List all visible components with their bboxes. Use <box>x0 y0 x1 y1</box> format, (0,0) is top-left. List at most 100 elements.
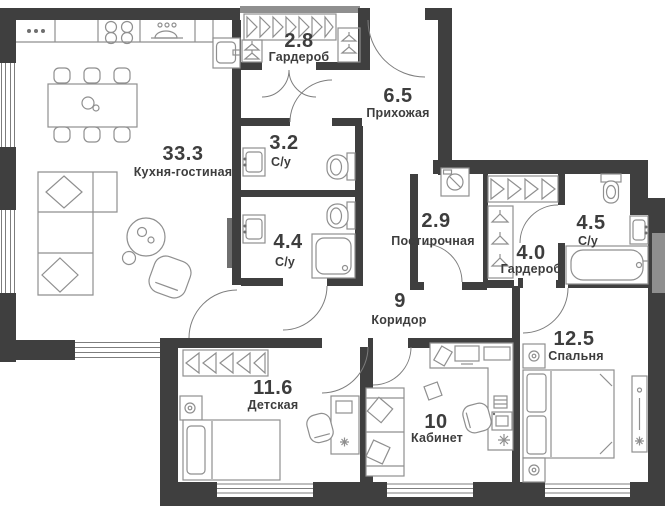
svg-text:Гардероб: Гардероб <box>501 262 562 276</box>
room-label-kids: 11.6 Детская <box>248 377 299 412</box>
pillow-icon <box>365 439 391 465</box>
washing-machine-icon <box>440 167 470 197</box>
room-label-hallway: 6.5 Прихожая <box>366 85 429 120</box>
door-arc-bedroom <box>522 287 569 334</box>
room-label-bathroom-1: 3.2 С/у <box>269 132 298 169</box>
washbasin-icon <box>242 214 266 244</box>
toilet-icon <box>326 152 356 181</box>
svg-text:Постирочная: Постирочная <box>391 234 474 248</box>
door-arc-bathroom-1 <box>289 79 333 123</box>
svg-text:2.9: 2.9 <box>421 210 450 232</box>
sofa-icon <box>365 387 405 477</box>
office-chair-icon <box>306 412 334 444</box>
toilet-icon <box>600 173 622 204</box>
svg-text:4.0: 4.0 <box>516 242 545 264</box>
svg-text:С/у: С/у <box>578 234 598 248</box>
washbasin-icon <box>242 147 266 177</box>
bed-single-icon <box>182 419 281 481</box>
coffee-table-icon <box>121 217 166 266</box>
svg-text:2.8: 2.8 <box>284 30 313 52</box>
nightstand-icon <box>179 395 203 421</box>
office-chair-icon <box>462 402 492 434</box>
dining-table-icon <box>47 67 138 143</box>
window-left-2 <box>1 210 15 293</box>
window-living-south <box>75 342 160 358</box>
svg-text:Коридор: Коридор <box>371 313 426 327</box>
paper-icon <box>432 345 454 367</box>
room-label-bedroom: 12.5 Спальня <box>548 328 603 363</box>
hanger-icon <box>241 39 263 63</box>
door-arc-wardrobe-right <box>288 69 317 98</box>
armchair-icon <box>148 255 192 299</box>
svg-text:Прихожая: Прихожая <box>366 106 429 120</box>
room-label-wardrobe-entry: 2.8 Гардероб <box>269 30 330 64</box>
room-label-laundry: 2.9 Постирочная <box>391 210 474 248</box>
door-arc-bathroom-3 <box>519 204 559 244</box>
sliding-door-icon <box>182 349 269 377</box>
bathtub-icon <box>565 245 649 285</box>
room-label-office: 10 Кабинет <box>411 411 463 445</box>
window-office <box>387 483 473 494</box>
room-label-kitchen-living: 33.3 Кухня-гостиная <box>134 143 233 179</box>
dresser-icon <box>631 375 648 453</box>
window-left-1 <box>1 63 15 147</box>
tv-icon <box>227 218 232 268</box>
svg-text:Гардероб: Гардероб <box>269 50 330 64</box>
pillow-icon <box>366 396 394 424</box>
nightstand-icon <box>522 343 546 369</box>
door-arc-living <box>188 289 238 339</box>
windows-layer <box>1 63 630 494</box>
dish-rack-icon <box>151 22 183 39</box>
room-labels: 33.3 Кухня-гостиная 2.8 Гардероб 6.5 При… <box>134 30 605 445</box>
room-label-bathroom-3: 4.5 С/у <box>576 212 605 248</box>
svg-text:33.3: 33.3 <box>163 143 204 165</box>
door-arc-entrance <box>367 19 426 78</box>
svg-text:6.5: 6.5 <box>383 85 412 107</box>
room-label-wardrobe-2: 4.0 Гардероб <box>501 242 562 276</box>
nightstand-icon <box>522 457 546 483</box>
svg-text:9: 9 <box>394 290 406 312</box>
svg-text:Кухня-гостиная: Кухня-гостиная <box>134 165 233 179</box>
svg-text:С/у: С/у <box>271 155 291 169</box>
door-arc-kids <box>321 346 369 394</box>
svg-text:3.2: 3.2 <box>269 132 298 154</box>
hanger-icon <box>337 27 361 63</box>
sofa-icon <box>37 171 118 296</box>
desk-icon <box>330 395 360 455</box>
svg-text:11.6: 11.6 <box>253 377 293 399</box>
svg-text:Детская: Детская <box>248 398 299 412</box>
stove-icon <box>104 20 134 45</box>
svg-text:4.5: 4.5 <box>576 212 605 234</box>
room-label-corridor: 9 Коридор <box>371 290 426 327</box>
toilet-icon <box>326 201 356 230</box>
doors-layer <box>188 19 569 394</box>
desk-icon <box>429 342 514 451</box>
svg-text:12.5: 12.5 <box>554 328 595 350</box>
svg-text:4.4: 4.4 <box>273 231 303 253</box>
svg-text:Кабинет: Кабинет <box>411 431 463 445</box>
paper-icon <box>423 381 443 401</box>
shower-icon <box>311 233 356 279</box>
svg-text:10: 10 <box>424 411 447 433</box>
sliding-door-icon <box>487 175 559 203</box>
svg-text:С/у: С/у <box>275 255 295 269</box>
printer-icon <box>491 411 513 431</box>
door-arc-laundry <box>423 243 463 283</box>
kitchen-sink-icon <box>212 37 241 69</box>
room-label-bathroom-2: 4.4 С/у <box>273 231 303 269</box>
sliding-door-icon <box>243 13 337 41</box>
wardrobe-2-fittings <box>487 175 559 279</box>
door-arc-office <box>372 346 412 386</box>
kitchen-counter <box>16 20 214 45</box>
burner-dots-icon <box>27 29 45 33</box>
hanger-icon <box>487 205 514 279</box>
wardrobe-entry-fittings <box>241 13 361 63</box>
pillow-icon <box>45 175 83 209</box>
bed-double-icon <box>522 369 615 459</box>
pillow-icon <box>41 257 79 293</box>
svg-text:Спальня: Спальня <box>548 349 603 363</box>
washbasin-icon <box>629 215 649 245</box>
window-bedroom <box>545 483 630 494</box>
